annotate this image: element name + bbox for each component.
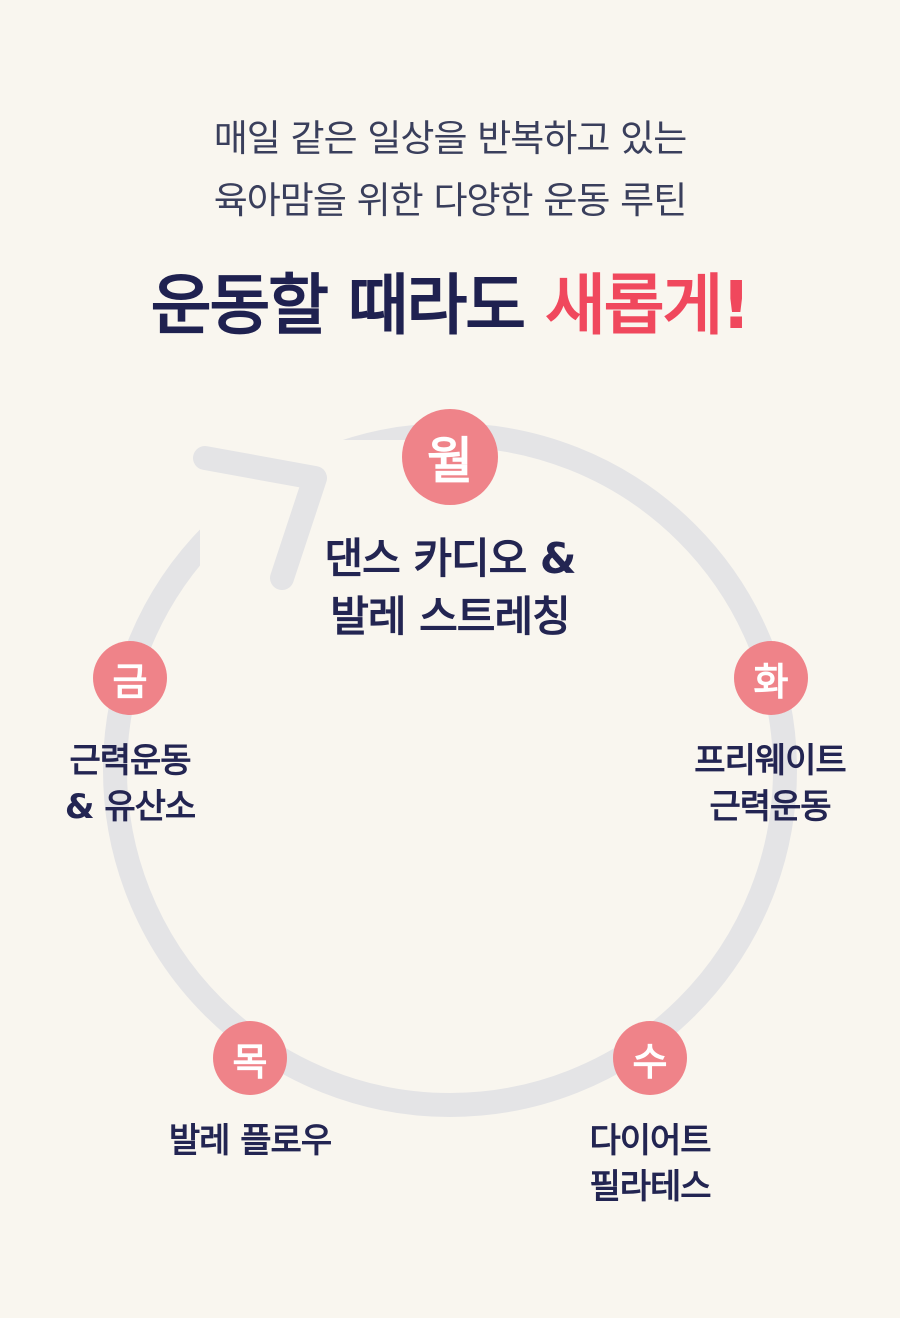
routine-fri-line1: 근력운동	[69, 741, 191, 781]
routine-wed-line1: 다이어트	[589, 1121, 711, 1161]
day-badge-tue: 화	[734, 641, 808, 715]
routine-tue: 프리웨이트 근력운동	[660, 738, 880, 830]
routine-wed: 다이어트 필라테스	[540, 1118, 760, 1210]
day-badge-fri: 금	[93, 641, 167, 715]
routine-wed-line2: 필라테스	[589, 1167, 711, 1207]
routine-fri: 근력운동 & 유산소	[20, 738, 240, 830]
routine-tue-line2: 근력운동	[709, 787, 831, 827]
routine-fri-line2: & 유산소	[64, 787, 196, 827]
intro-line-2: 육아맘을 위한 다양한 운동 루틴	[213, 179, 688, 222]
routine-thu-line1: 발레 플로우	[168, 1121, 332, 1161]
day-badge-wed: 수	[613, 1021, 687, 1095]
headline-accent: 새롭게!	[545, 267, 751, 344]
headline-main: 운동할 때라도	[150, 267, 526, 344]
routine-mon-line1: 댄스 카디오 &	[324, 534, 576, 583]
routine-mon: 댄스 카디오 & 발레 스트레칭	[250, 530, 650, 646]
day-badge-thu: 목	[213, 1021, 287, 1095]
routine-mon-line2: 발레 스트레칭	[330, 592, 570, 641]
intro-line-1: 매일 같은 일상을 반복하고 있는	[213, 117, 688, 160]
routine-thu: 발레 플로우	[120, 1118, 380, 1164]
day-badge-mon: 월	[402, 409, 498, 505]
routine-tue-line1: 프리웨이트	[694, 741, 846, 781]
cycle-arrow-icon	[193, 446, 327, 590]
headline: 운동할 때라도 새롭게!	[0, 252, 900, 348]
